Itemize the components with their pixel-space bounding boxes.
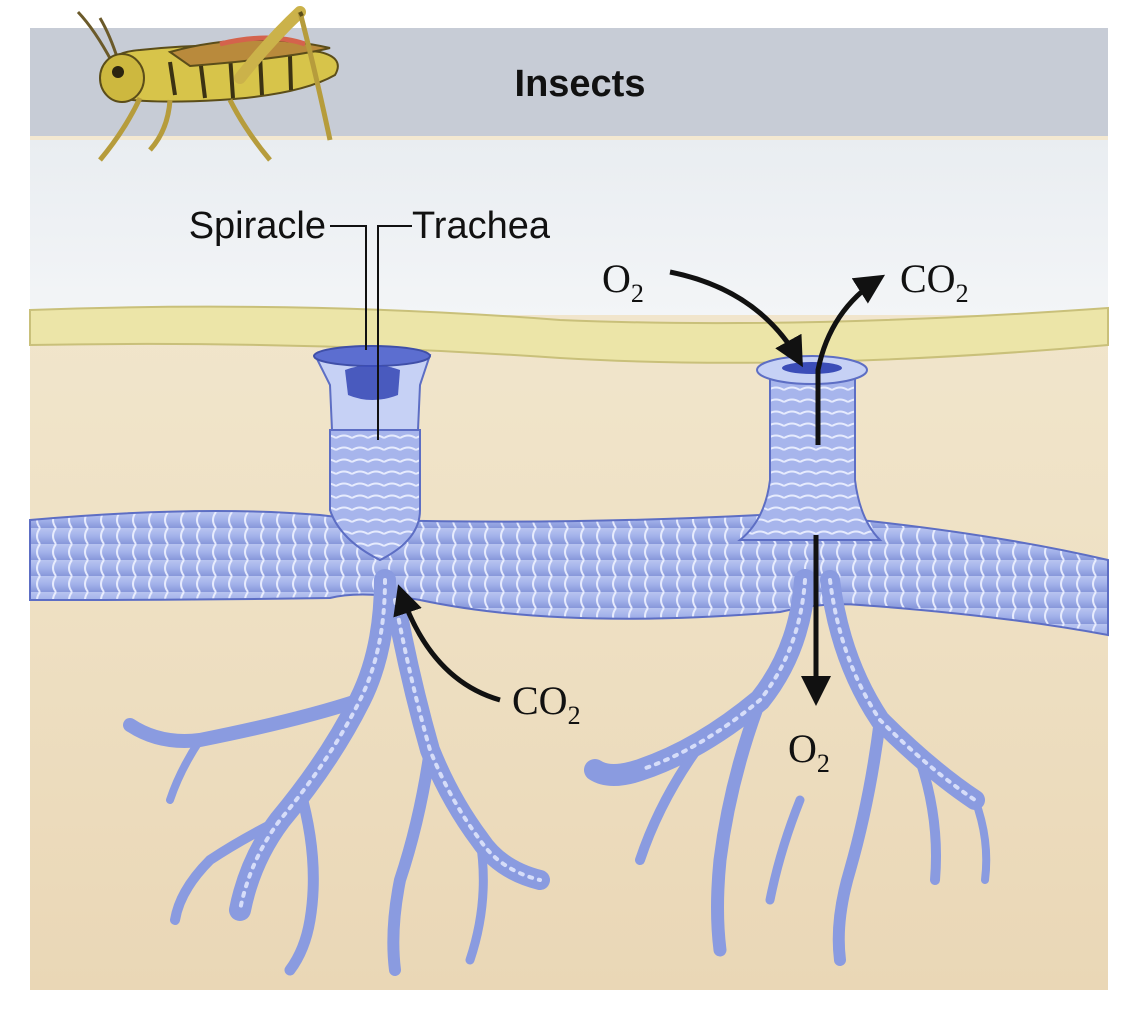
right-spiracle-opening xyxy=(782,362,842,374)
o2-in-label: O2 xyxy=(602,256,644,308)
air-region xyxy=(30,140,1108,315)
gas-flow-arrows xyxy=(393,269,886,706)
spiracle-label: Spiracle xyxy=(189,205,326,247)
right-tracheole-highlights xyxy=(638,578,977,802)
left-tracheole-highlights xyxy=(238,578,542,912)
left-trachea-tube xyxy=(329,429,421,562)
trachea-leader xyxy=(377,225,412,440)
co2-into-trachea-label: CO2 xyxy=(512,678,581,730)
left-spiracle-valve xyxy=(345,365,400,400)
spiracle-leader xyxy=(330,225,367,350)
co2-out-arrow xyxy=(815,274,886,445)
co2-out-label: CO2 xyxy=(900,256,969,308)
o2-in-arrow xyxy=(669,269,803,368)
label-leaders xyxy=(330,225,412,440)
right-trachea-tube xyxy=(737,371,883,541)
co2-into-trachea-arrow xyxy=(393,584,501,703)
trachea-label: Trachea xyxy=(412,205,551,247)
left-spiracle-opening xyxy=(313,345,431,367)
o2-to-tissue-label: O2 xyxy=(788,726,830,778)
grasshopper-icon xyxy=(76,6,339,162)
header-title: Insects xyxy=(515,63,646,105)
